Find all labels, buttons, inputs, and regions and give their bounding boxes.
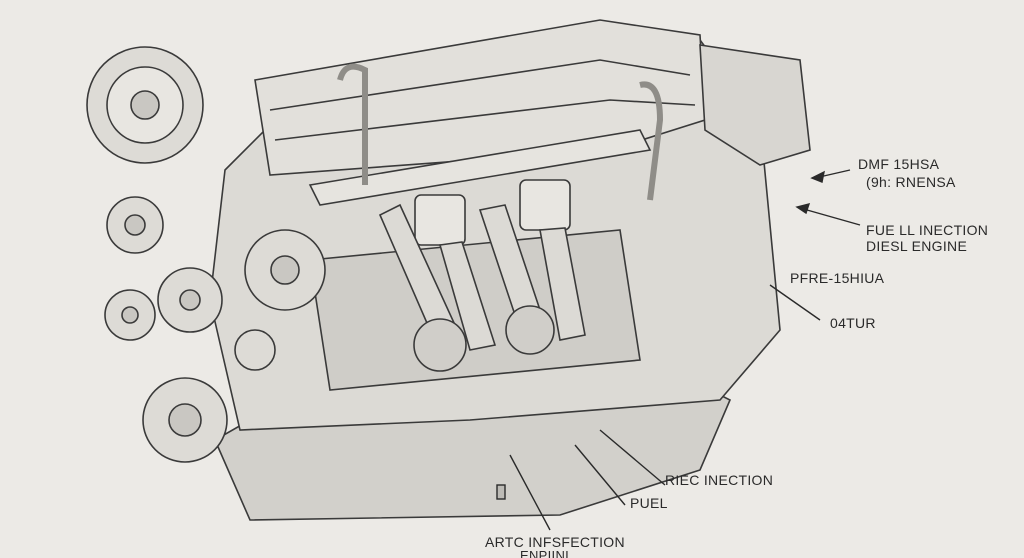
callout-lines	[496, 169, 861, 531]
label-dmf-line2: (9h: RNENSA	[866, 174, 956, 190]
label-pfre: PFRE-15HIUA	[790, 270, 885, 286]
label-dmf-line1: DMF 15HSA	[858, 156, 940, 172]
label-fuel-line1: FUE LL INECTION	[866, 222, 989, 238]
engine-block	[209, 19, 811, 521]
label-puel: PUEL	[630, 495, 668, 511]
label-artc-line1: ARTC INFSFECTION	[485, 534, 625, 550]
pulley-assembly	[86, 46, 326, 463]
label-riec: RIEC INECTION	[665, 472, 774, 488]
label-tur: 04TUR	[830, 315, 876, 331]
label-artc-line2: ENPIINI	[520, 548, 570, 558]
label-fuel-line2: DIESL ENGINE	[866, 238, 968, 254]
